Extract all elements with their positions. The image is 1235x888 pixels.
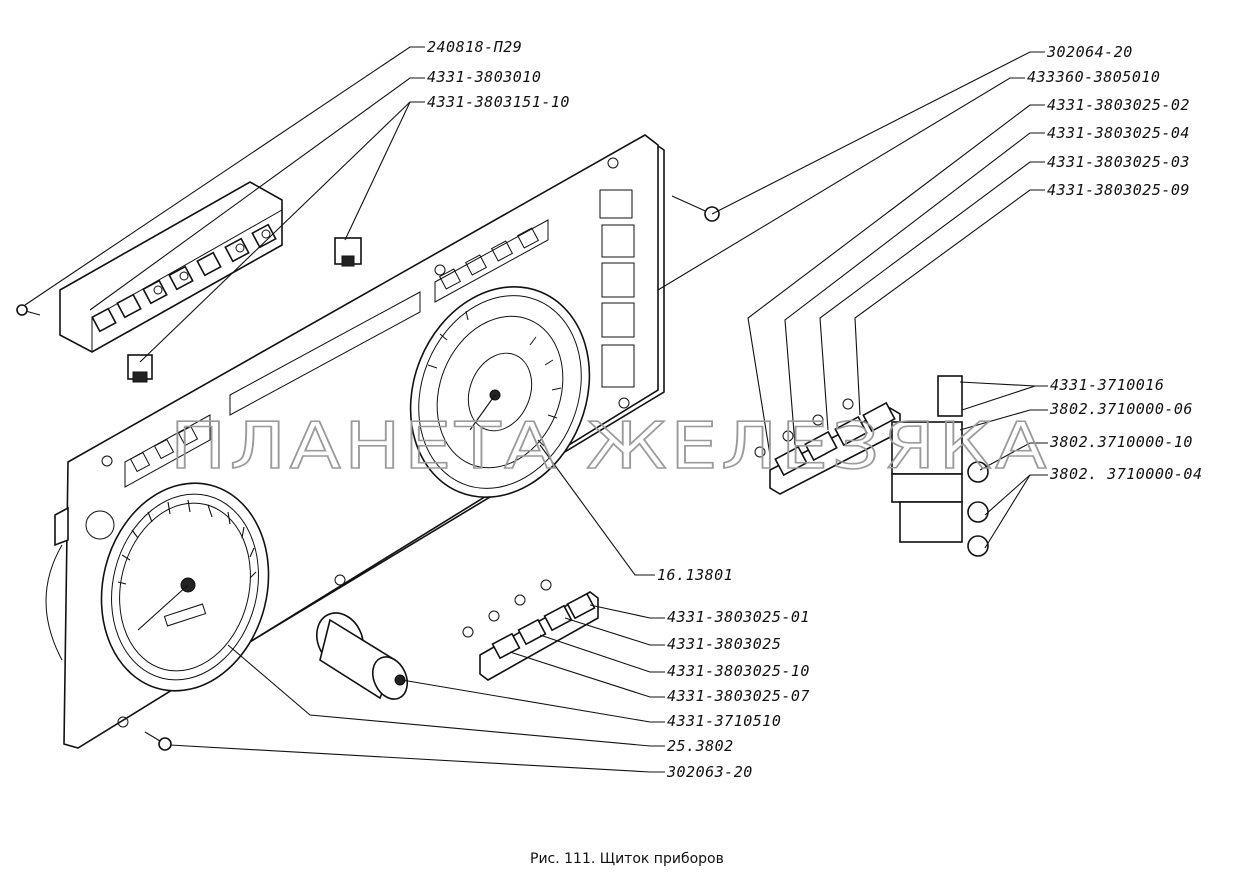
leader-lines	[24, 46, 1048, 773]
label-3802-3710000-06: 3802.3710000-06	[1049, 400, 1193, 418]
label-4331-3710510: 4331-3710510	[667, 712, 781, 730]
switch-row-bottom	[462, 579, 599, 681]
tachometer-gauge	[100, 482, 270, 692]
screw-240818	[16, 304, 41, 316]
lamp-socket-4331-3803151-10	[127, 237, 362, 383]
label-4331-3803010: 4331-3803010	[427, 68, 541, 86]
label-4331-3803025-01: 4331-3803025-01	[667, 608, 810, 626]
panel-windows	[599, 189, 635, 388]
part-labels: 240818-П29 4331-3803010 4331-3803151-10 …	[427, 38, 1203, 781]
label-4331-3803025-02: 4331-3803025-02	[1047, 96, 1190, 114]
label-4331-3803151-10: 4331-3803151-10	[427, 93, 570, 111]
label-16-13801: 16.13801	[657, 566, 733, 584]
screw-302063-20	[144, 731, 172, 751]
label-4331-3803025-07: 4331-3803025-07	[667, 687, 810, 705]
screw-302064-20	[671, 195, 720, 222]
watermark: ПЛАНЕТА ЖЕЛЕЗЯКА	[170, 410, 1050, 484]
label-3802-3710000-10: 3802.3710000-10	[1049, 433, 1193, 451]
speedometer-gauge	[409, 286, 591, 498]
label-3802-3710000-04: 3802. 3710000-04	[1049, 465, 1203, 483]
figure-caption: Рис. 111. Щиток приборов	[530, 851, 724, 867]
label-4331-3710016: 4331-3710016	[1050, 376, 1164, 394]
label-302063-20: 302063-20	[666, 763, 753, 781]
cigarette-lighter-4331-3710510	[316, 612, 409, 700]
label-4331-3803025-10: 4331-3803025-10	[667, 662, 810, 680]
label-240818-p29: 240818-П29	[427, 38, 522, 56]
label-302064-20: 302064-20	[1046, 43, 1133, 61]
fuse-block-right	[891, 375, 989, 557]
label-4331-3803025-04: 4331-3803025-04	[1047, 124, 1190, 142]
label-433360-3805010: 433360-3805010	[1027, 68, 1160, 86]
label-4331-3803025: 4331-3803025	[667, 635, 781, 653]
switch-block-4331-3803010	[59, 181, 283, 353]
label-4331-3803025-03: 4331-3803025-03	[1047, 153, 1190, 171]
switch-row-right	[754, 398, 901, 495]
label-25-3802: 25.3802	[667, 737, 734, 755]
label-4331-3803025-09: 4331-3803025-09	[1047, 181, 1190, 199]
